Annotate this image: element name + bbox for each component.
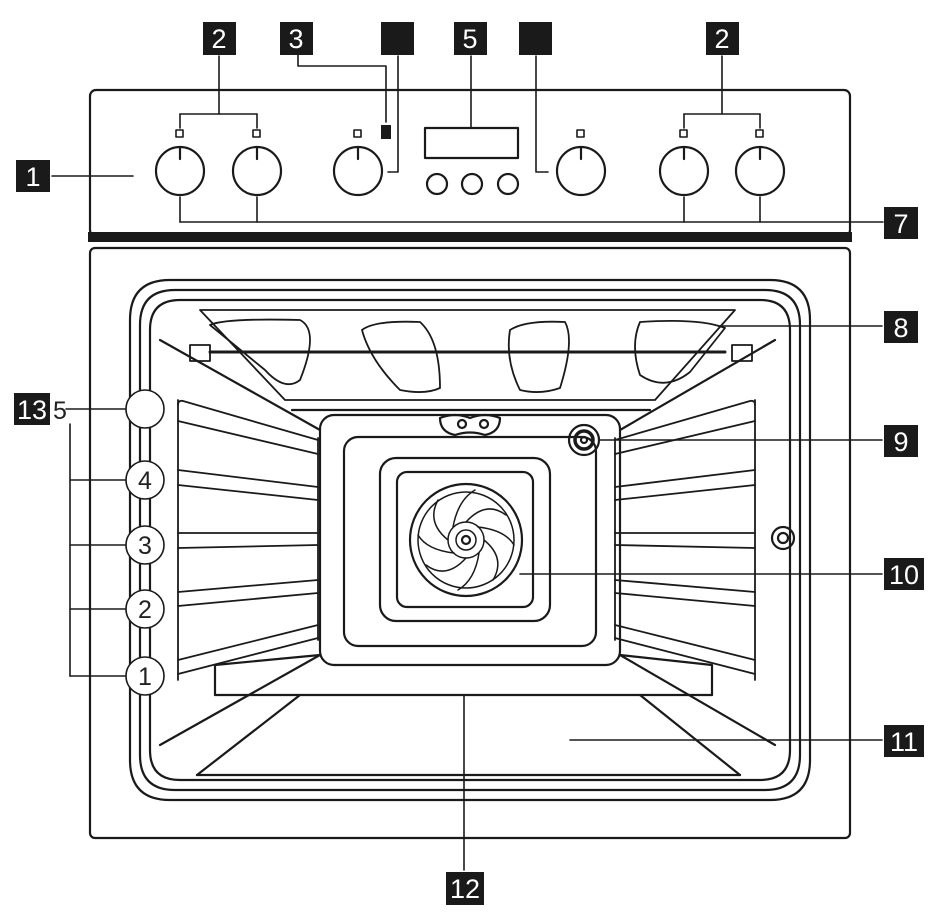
callout-10-label: 10	[889, 560, 919, 590]
callout-8: 8	[884, 311, 918, 343]
callout-3-label: 3	[288, 24, 303, 54]
control-panel-frame	[90, 90, 850, 236]
callout-1: 1	[16, 160, 50, 192]
callout-2-left-label: 2	[211, 24, 226, 54]
panel-divider-strip	[88, 232, 852, 242]
shelf-count-label: 5	[53, 397, 67, 425]
cooking-zone-knob-1[interactable]	[156, 147, 204, 195]
cooking-zone-knob-3[interactable]	[660, 147, 708, 195]
clock-button-1[interactable]	[427, 174, 447, 194]
callout-7-label: 7	[893, 209, 908, 239]
clock-button-2[interactable]	[462, 174, 482, 194]
top-sensors	[440, 415, 500, 435]
callout-11-label: 11	[890, 727, 918, 757]
knob-indicators	[176, 130, 763, 137]
callout-2-right: 2	[706, 22, 739, 55]
temperature-knob[interactable]	[557, 147, 605, 195]
callout-13: 13 5	[14, 393, 67, 425]
shelf-marker-label-4: 4	[138, 467, 152, 495]
callout-3: 3	[280, 22, 313, 55]
clock-button-3[interactable]	[498, 174, 518, 194]
callout-7: 7	[884, 207, 918, 239]
fan-ring-outer	[410, 484, 522, 596]
control-panel	[88, 90, 852, 242]
callout-2-left: 2	[203, 22, 236, 55]
callout-11: 11	[884, 725, 924, 757]
power-indicator-light	[381, 125, 391, 139]
callout-12-label: 12	[450, 874, 480, 904]
callout-5-label: 5	[462, 24, 477, 54]
callout-5: 5	[454, 22, 487, 55]
callout-6	[519, 22, 552, 55]
shelf-marker-label-1: 1	[138, 663, 152, 691]
oven-lamp	[569, 425, 599, 455]
callout-8-label: 8	[893, 313, 908, 343]
cooking-zone-knob-2[interactable]	[233, 147, 281, 195]
callout-12: 12	[446, 872, 484, 905]
callout-9: 9	[884, 425, 918, 457]
shelf-marker-label-3: 3	[138, 532, 152, 560]
leader-lines	[52, 55, 883, 870]
callout-10: 10	[884, 558, 924, 590]
oven-body	[90, 248, 850, 838]
callout-13-label: 13	[17, 395, 47, 425]
callout-1-label: 1	[25, 162, 40, 192]
right-shelf-supports	[615, 400, 755, 680]
electronic-display	[425, 128, 518, 158]
callout-4	[381, 22, 414, 55]
callout-9-label: 9	[893, 427, 908, 457]
left-shelf-supports	[178, 400, 318, 680]
shelf-marker-label-2: 2	[138, 596, 152, 624]
shelf-marker-5	[126, 390, 164, 428]
grill-heating-element	[190, 310, 752, 400]
oven-function-knob[interactable]	[334, 147, 382, 195]
callout-2-right-label: 2	[714, 24, 729, 54]
cooking-zone-knob-4[interactable]	[736, 147, 784, 195]
fan-assembly	[380, 458, 550, 621]
